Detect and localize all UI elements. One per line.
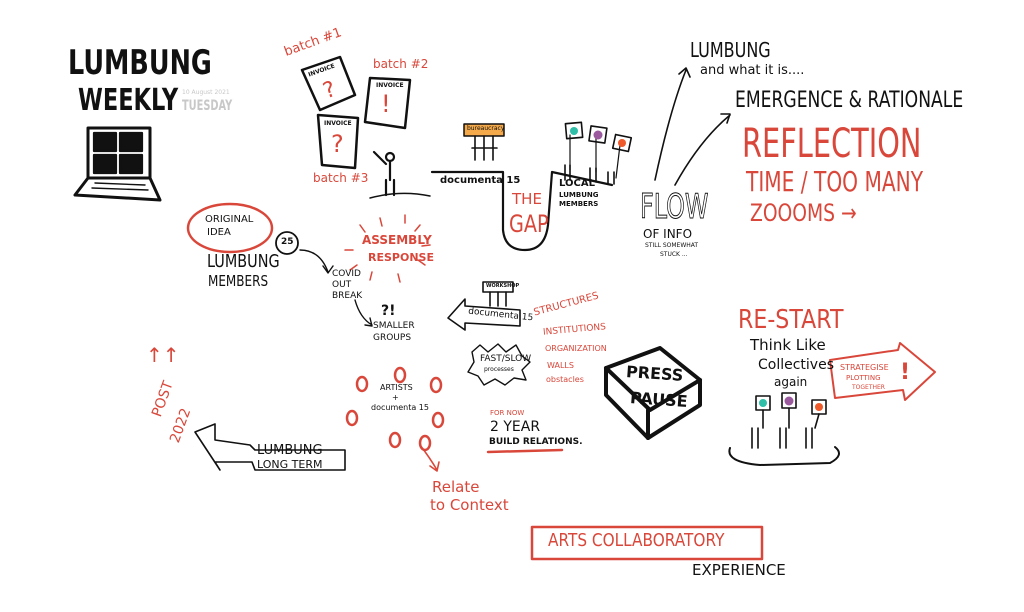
lumbung-heading: LUMBUNG	[690, 38, 771, 62]
day-label: TUESDAY	[182, 98, 233, 114]
assembly-burst-icon	[344, 214, 431, 283]
protest-signs-icon	[564, 121, 633, 153]
build-relations-label: BUILD RELATIONS.	[489, 437, 583, 447]
walls-label: WALLS	[547, 361, 574, 370]
press-label: PRESS	[625, 362, 684, 385]
documenta-arrow-icon	[447, 281, 521, 331]
plus-label: +	[392, 393, 399, 402]
workshop-label: WORKSHOP	[486, 283, 520, 289]
original-label: ORIGINAL	[205, 214, 254, 225]
arts-collaboratory-label: ARTS COLLABORATORY	[548, 530, 725, 551]
gap-cliff-outline	[430, 170, 614, 252]
reflection-time-label: TIME / TOO MANY	[746, 165, 924, 198]
invoice-2-title: INVOICE	[376, 82, 404, 89]
break-label: BREAK	[332, 291, 363, 301]
long-term-arrow	[194, 423, 346, 471]
date-label: 10 August 2021	[182, 89, 230, 96]
still-somewhat-label: STILL SOMEWHAT	[645, 242, 699, 249]
artists-label: ARTISTS	[380, 383, 413, 392]
context-label: to Context	[430, 496, 509, 514]
collectives-label: Collectives	[758, 357, 835, 373]
gap-label: GAP	[509, 210, 549, 238]
zooms-label: ZOOOMS →	[750, 199, 857, 227]
lumbung-subheading: and what it is....	[700, 63, 805, 78]
arrow-to-emergence	[674, 113, 731, 186]
count-circle	[275, 231, 299, 255]
smaller-label: SMALLER	[373, 321, 415, 331]
arts-collaboratory-box	[530, 525, 764, 561]
of-info-label: OF INFO	[643, 227, 693, 241]
documenta-label: documenta 15	[440, 175, 521, 186]
experience-label: EXPERIENCE	[692, 561, 786, 579]
restart-label: RE-START	[738, 305, 844, 335]
member-count: 25	[281, 237, 294, 247]
invoice-3-title: INVOICE	[324, 120, 352, 127]
lumbung-members-line2: MEMBERS	[208, 272, 269, 290]
arrow-to-smaller-groups	[354, 299, 373, 327]
strategise-arrow	[829, 342, 936, 401]
lumbung-members-line1: LUMBUNG	[207, 251, 280, 272]
two-year-label: 2 YEAR	[490, 419, 541, 435]
for-now-label: FOR NOW	[490, 409, 525, 417]
original-idea-circle	[186, 202, 274, 254]
longterm-line2: LONG TERM	[257, 458, 323, 471]
think-like-label: Think Like	[750, 336, 826, 354]
fast-slow-label: FAST/SLOW	[480, 354, 532, 364]
lumbung-label: LUMBUNG	[559, 191, 599, 199]
build-relations-underline	[486, 448, 564, 454]
together-label: TOGETHER	[852, 384, 885, 391]
invoice-2-mark: !	[381, 90, 391, 118]
title-weekly: WEEKLY	[78, 83, 179, 118]
organization-label: ORGANIZATION	[545, 344, 607, 353]
relate-label: Relate	[432, 478, 480, 496]
collectives-group-icon	[728, 392, 840, 466]
reflection-label: REFLECTION	[742, 121, 922, 167]
strategise-label: STRATEGISE	[840, 363, 889, 372]
plotting-label: PLOTTING	[846, 374, 881, 382]
processes-label: processes	[484, 366, 514, 373]
obstacles-label: obstacles	[546, 375, 584, 384]
response-label: RESPONSE	[368, 251, 434, 264]
invoice-3-mark: ?	[331, 130, 344, 158]
out-label: OUT	[332, 280, 352, 290]
arrow-to-lumbung	[654, 67, 691, 181]
arrow-to-covid	[299, 249, 334, 274]
invoice-1-icon	[300, 55, 357, 112]
title-lumbung: LUMBUNG	[68, 43, 212, 83]
press-pause-button	[604, 346, 702, 440]
batch-2-label: batch #2	[373, 57, 429, 71]
batch-3-label: batch #3	[313, 171, 369, 185]
up-arrows-icon: ↑↑	[146, 343, 180, 367]
groups-label: GROUPS	[373, 333, 412, 343]
assembly-label: ASSEMBLY	[362, 233, 432, 247]
emergence-label: EMERGENCE & RATIONALE	[735, 88, 964, 113]
covid-label: COVID	[332, 269, 361, 279]
members-label: MEMBERS	[559, 200, 599, 208]
laptop-video-call-icon	[73, 126, 162, 202]
fast-slow-burst	[467, 343, 531, 386]
invoice-2-icon	[363, 76, 412, 130]
invoice-3-icon	[316, 113, 360, 170]
again-label: again	[774, 375, 808, 389]
flow-label: FLOW	[640, 187, 709, 227]
pointing-person-icon	[369, 150, 431, 199]
people-group-icon	[471, 134, 621, 185]
bureaucracy-label: bureaucracy	[467, 125, 505, 132]
local-label: LOCAL	[559, 178, 595, 189]
artists-documenta-label: documenta 15	[371, 403, 429, 412]
idea-label: IDEA	[207, 227, 231, 238]
stuck-label: STUCK ...	[660, 251, 688, 258]
pause-label: PAUSE	[629, 388, 689, 411]
strategise-exclaim: !	[900, 360, 911, 385]
exclaim-label: ?!	[381, 303, 396, 319]
arrow-to-context	[419, 444, 440, 472]
artists-circles	[345, 366, 445, 452]
longterm-line1: LUMBUNG	[257, 443, 323, 458]
the-label: THE	[512, 190, 542, 208]
